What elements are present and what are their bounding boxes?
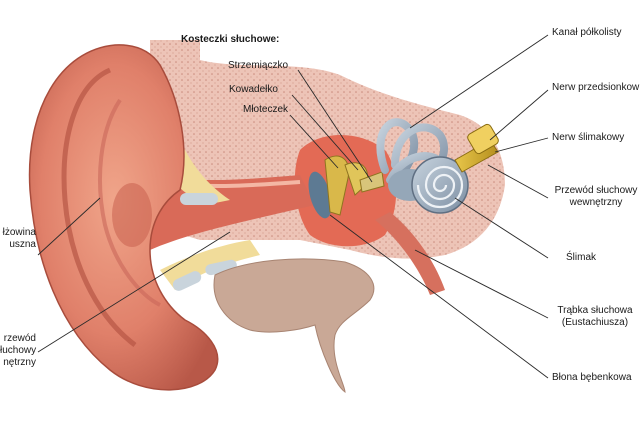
label-nerw-przedsionkowy: Nerw przedsionkow: [552, 82, 639, 94]
label-malzowina-line1: łżowina: [0, 227, 36, 239]
label-malzowina: łżowina uszna: [0, 227, 36, 251]
group-title: Kosteczki słuchowe:: [181, 34, 279, 46]
label-malzowina-line2: uszna: [0, 239, 36, 251]
label-trabka-line1: Trąbka słuchowa: [552, 305, 638, 317]
label-kanal-polkolisty: Kanał półkolisty: [552, 27, 621, 39]
label-przewod-zewn-line1: rzewód: [0, 333, 36, 345]
label-blona-bebenkowa: Błona bębenkowa: [552, 372, 632, 384]
label-mloteczek: Młoteczek: [243, 104, 288, 116]
label-przewod-wewnetrzny: Przewód słuchowy wewnętrzny: [552, 185, 640, 209]
label-przewod-zewn-line3: nętrzny: [0, 357, 36, 369]
label-kowadelko: Kowadełko: [229, 84, 278, 96]
bone-process: [214, 259, 374, 392]
label-przewod-zewnetrzny: rzewód łuchowy nętrzny: [0, 333, 36, 369]
label-przewod-zewn-line2: łuchowy: [0, 345, 36, 357]
label-trabka-sluchowa: Trąbka słuchowa (Eustachiusza): [552, 305, 638, 329]
label-nerw-slimakowy: Nerw ślimakowy: [552, 132, 624, 144]
label-slimak: Ślimak: [566, 252, 596, 264]
label-trabka-line2: (Eustachiusza): [552, 317, 638, 329]
label-strzemiaczko: Strzemiączko: [228, 60, 288, 72]
label-przewod-wewn-line1: Przewód słuchowy: [552, 185, 640, 197]
label-przewod-wewn-line2: wewnętrzny: [552, 197, 640, 209]
